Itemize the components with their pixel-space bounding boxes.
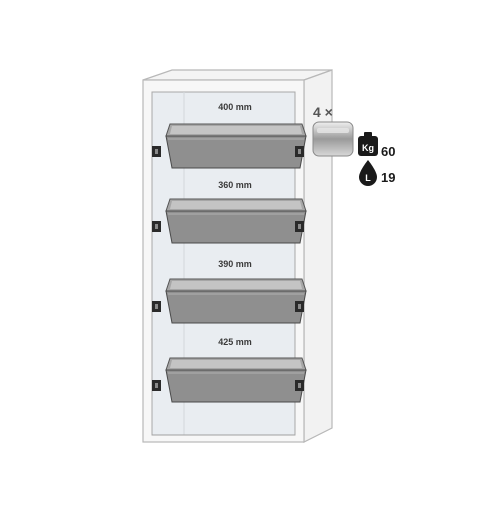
shelf-height-label: 360 mm <box>218 180 252 190</box>
right-bracket-slot <box>298 224 301 229</box>
tray-thumbnail-icon <box>312 121 354 157</box>
left-bracket-slot <box>155 149 158 154</box>
tray-2 <box>152 198 307 244</box>
tray-inner <box>170 360 302 368</box>
right-bracket-slot <box>298 304 301 309</box>
tray-group <box>152 123 307 403</box>
shelf-height-label: 425 mm <box>218 337 252 347</box>
tray-4 <box>152 357 307 403</box>
tray-3 <box>152 278 307 324</box>
tray-front <box>165 369 307 403</box>
shelf-height-label: 400 mm <box>218 102 252 112</box>
shelf-height-label: 390 mm <box>218 259 252 269</box>
tray-inner <box>170 126 302 134</box>
liquid-drop-icon: L <box>359 160 377 186</box>
cabinet-top-face <box>142 69 333 81</box>
left-bracket-slot <box>155 383 158 388</box>
tray-count-label: 4 × <box>313 104 333 120</box>
liquid-icon-text: L <box>365 173 371 183</box>
right-bracket-slot <box>298 383 301 388</box>
weight-icon-text: Kg <box>362 143 374 153</box>
left-bracket-slot <box>155 224 158 229</box>
tray-inner <box>170 281 302 289</box>
left-bracket-slot <box>155 304 158 309</box>
right-bracket-slot <box>298 149 301 154</box>
tray-front <box>165 290 307 324</box>
load-capacity-value: 60 <box>381 144 396 159</box>
tray-thumbnail-highlight <box>317 128 349 133</box>
tray-front <box>165 210 307 244</box>
tray-inner <box>170 201 302 209</box>
tray-1 <box>152 123 307 169</box>
volume-capacity-value: 19 <box>381 170 396 185</box>
tray-front <box>165 135 307 169</box>
weight-icon: Kg <box>358 132 378 156</box>
